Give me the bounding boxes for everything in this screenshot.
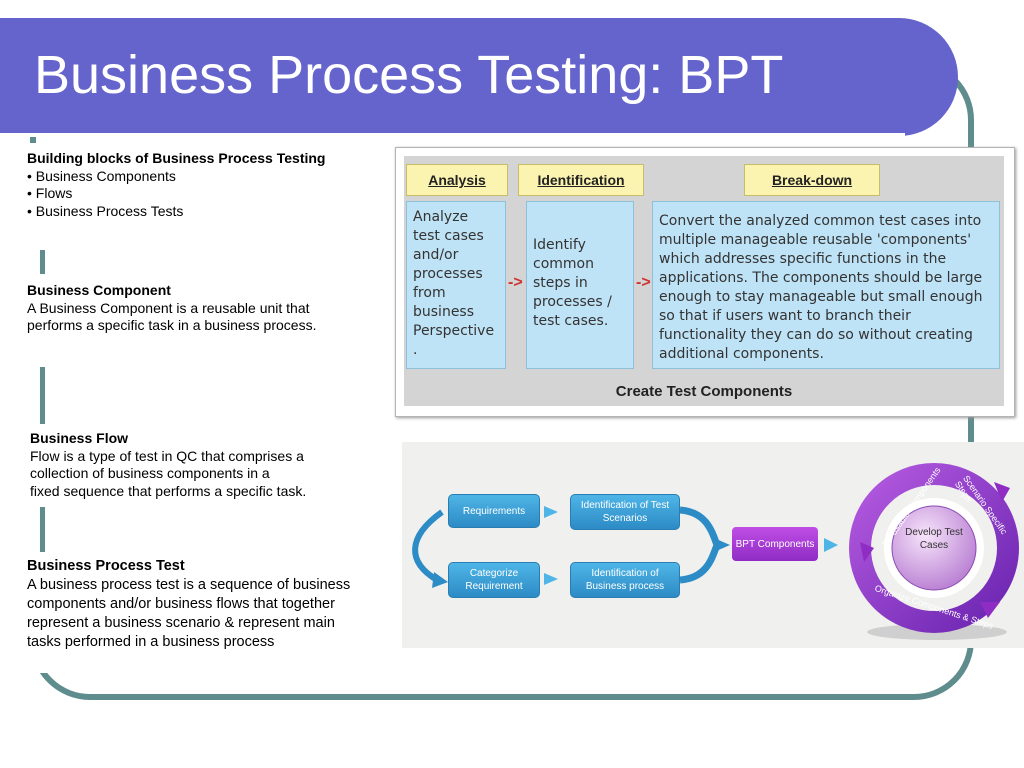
- business-component-block: Business Component A Business Component …: [27, 282, 362, 335]
- arrow-right-icon: [544, 506, 558, 518]
- business-flow-text-2: collection of business components in a: [30, 465, 270, 481]
- create-test-components-label: Create Test Components: [615, 383, 793, 400]
- title-rule: [0, 133, 905, 137]
- tab-break-down: Break-down: [744, 164, 880, 196]
- categorize-requirement-box: Categorize Requirement: [448, 562, 540, 598]
- divider-bar: [40, 250, 45, 274]
- ring-arrowhead-icon: [994, 482, 1010, 502]
- tab-identification: Identification: [518, 164, 644, 196]
- arrow-right-icon: [824, 538, 838, 552]
- arrow-analysis-identification: ->: [508, 274, 523, 291]
- bpt-components-box: BPT Components: [732, 527, 818, 561]
- building-blocks-heading: Building blocks of Business Process Test…: [27, 150, 326, 166]
- merge-bracket-icon: [679, 506, 721, 584]
- identification-process-box: Identification of Business process: [570, 562, 680, 598]
- identification-scenarios-box: Identification of Test Scenarios: [570, 494, 680, 530]
- business-flow-text-1: Flow is a type of test in QC that compri…: [30, 447, 304, 464]
- slide-title: Business Process Testing: BPT: [34, 45, 784, 105]
- divider-bar: [40, 367, 45, 424]
- divider-bar: [40, 507, 45, 552]
- business-process-test-block: Business Process Test A business process…: [27, 557, 362, 652]
- title-band: [0, 18, 958, 136]
- cycle-ring-icon: [849, 463, 1019, 633]
- business-flow-heading: Business Flow: [30, 430, 129, 446]
- develop-test-cases-label: Develop Test Cases: [905, 527, 963, 551]
- analysis-box: Analyze test cases and/or processes from…: [406, 201, 506, 369]
- workflow-graphics: [412, 463, 1019, 640]
- ring-arrowhead-icon: [980, 602, 1000, 618]
- requirements-box: Requirements: [448, 494, 540, 528]
- building-item: • Business Components: [27, 167, 176, 184]
- ring-arrowhead-icon: [860, 542, 874, 562]
- bpt-workflow-diagram: Requirements Categorize Requirement Iden…: [402, 442, 1024, 648]
- business-component-text: A Business Component is a reusable unit …: [27, 299, 317, 334]
- business-process-test-heading: Business Process Test: [27, 558, 185, 574]
- arrow-identification-breakdown: ->: [636, 274, 651, 291]
- arrow-right-icon: [544, 573, 558, 585]
- loop-arrowhead-icon: [432, 572, 448, 588]
- left-text-panel: [18, 143, 368, 673]
- identification-box: Identify common steps in processes / tes…: [526, 201, 634, 369]
- create-test-components-diagram: Analysis Identification Break-down Analy…: [395, 147, 1015, 417]
- breakdown-box: Convert the analyzed common test cases i…: [652, 201, 1000, 369]
- merge-arrowhead-icon: [714, 538, 730, 552]
- building-item: • Flows: [27, 185, 73, 201]
- business-flow-text-3: fixed sequence that performs a specific …: [30, 482, 307, 499]
- loop-arrow-icon: [412, 509, 444, 583]
- building-item: • Business Process Tests: [27, 202, 184, 219]
- business-flow-block: Business Flow Flow is a type of test in …: [30, 430, 360, 500]
- building-blocks-block: Building blocks of Business Process Test…: [27, 150, 347, 220]
- diagram-background: Analysis Identification Break-down Analy…: [404, 156, 1004, 406]
- business-component-heading: Business Component: [27, 282, 171, 298]
- tab-analysis: Analysis: [406, 164, 508, 196]
- business-process-test-text: A business process test is a sequence of…: [27, 577, 351, 650]
- core-circle: [891, 505, 977, 591]
